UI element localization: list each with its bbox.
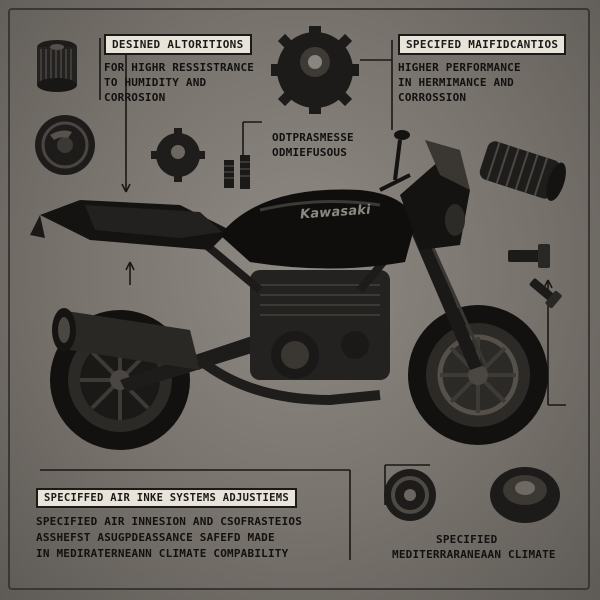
- top-left-notes: FOR HIGHR RESSISTRANCE TO HUMIDITY AND C…: [104, 60, 254, 105]
- swingarm: [120, 330, 278, 392]
- top-left-line-2: TO HUMIDITY AND: [104, 76, 207, 89]
- gear-part-icon: [271, 26, 359, 114]
- exhaust-muffler: [52, 308, 381, 406]
- bottom-right-notes: SPECIFIED MEDITERRARANEAAN CLIMATE: [392, 532, 556, 562]
- brake-disc-icon: [35, 115, 95, 175]
- coil-spring-icon: [224, 155, 250, 189]
- bottom-right-line-2: MEDITERRARANEAAN CLIMATE: [392, 548, 556, 561]
- mirror: [394, 130, 410, 140]
- brake-disc-icon: [490, 467, 560, 523]
- filter-cylinder-icon: [37, 40, 77, 92]
- top-left-line-1: FOR HIGHR RESSISTRANCE: [104, 61, 255, 74]
- intake-bellows-icon: [479, 141, 566, 201]
- center-note-line-1: ODTPRASMESSE: [272, 131, 354, 144]
- top-right-line-3: CORROSSION: [398, 91, 467, 104]
- top-right-notes: HIGHER PERFORMANCE IN HERMIMANCE AND COR…: [398, 60, 521, 105]
- handlebar: [379, 139, 411, 192]
- bolt-icon: [508, 244, 550, 268]
- bottom-left-line-2: ASSHEFST ASUGPDEASSANCE SAFEFD MADE: [36, 531, 275, 544]
- front-fairing: [400, 140, 470, 250]
- top-left-line-3: CORROSION: [104, 91, 166, 104]
- bottom-left-line-1: SPECIFIED AIR INNESION AND CSOFRASTEIOS: [36, 515, 303, 528]
- front-wheel: [408, 305, 548, 445]
- bolt-icon: [529, 278, 562, 309]
- bottom-left-line-3: IN MEDIRATERNEANN CLIMATE COMPABILITY: [36, 547, 289, 560]
- bottom-left-notes: SPECIFIED AIR INNESION AND CSOFRASTEIOS …: [36, 514, 302, 562]
- gear-part-icon: [384, 469, 436, 521]
- center-note: ODTPRASMESSE ODMIEFUSOUS: [272, 130, 354, 160]
- top-left-title: DESINED ALTORITIONS: [104, 34, 252, 55]
- engine-block: [250, 270, 390, 380]
- bottom-left-title: SPECIFFED AIR INKE SYSTEMS ADJUSTIEMS: [36, 488, 297, 508]
- top-right-line-2: IN HERMIMANCE AND: [398, 76, 514, 89]
- center-note-line-2: ODMIEFUSOUS: [272, 146, 348, 159]
- seat-tail: [30, 200, 230, 250]
- fuel-tank: [220, 189, 415, 269]
- gear-part-icon: [151, 128, 205, 182]
- diagram-frame: [8, 8, 590, 590]
- bottom-right-line-1: SPECIFIED: [436, 533, 498, 546]
- top-right-line-1: HIGHER PERFORMANCE: [398, 61, 521, 74]
- top-right-title: SPECIFED MAIFIDCANTIOS: [398, 34, 567, 55]
